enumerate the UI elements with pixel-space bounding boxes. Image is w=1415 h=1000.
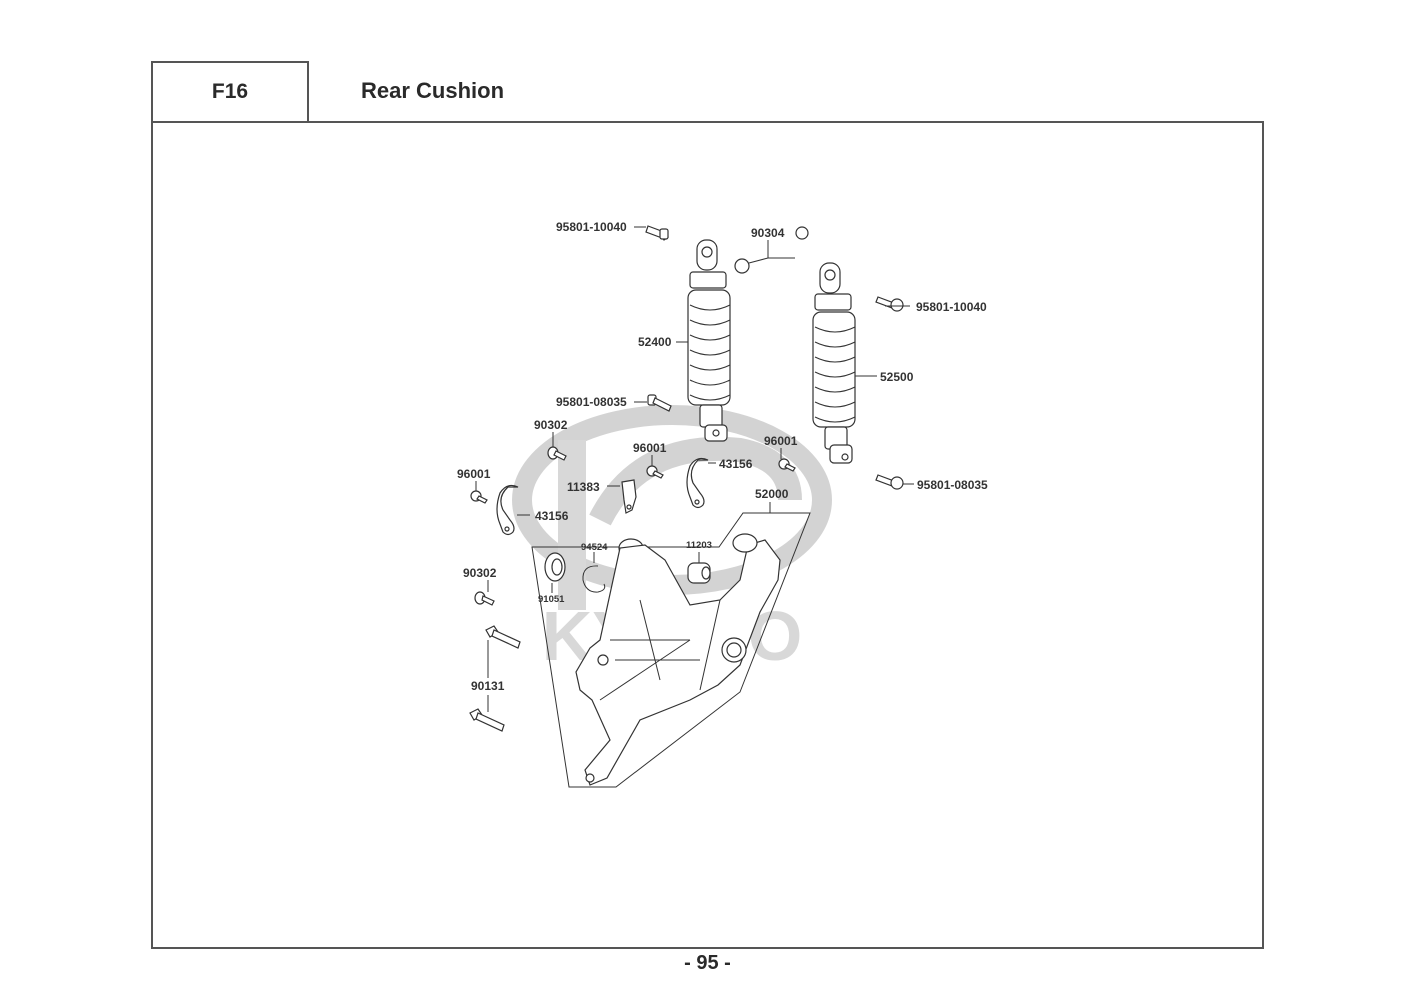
- part-label: 52400: [638, 335, 672, 349]
- part-label: 96001: [457, 467, 491, 481]
- part-label: 11203: [686, 540, 712, 551]
- small-bolt-icon: [778, 458, 796, 472]
- long-bolt-icon: [485, 625, 521, 649]
- small-bolt-icon: [470, 490, 488, 504]
- part-label: 95801-08035: [917, 478, 988, 492]
- part-label: 95801-10040: [916, 300, 987, 314]
- part-label: 91051: [538, 594, 565, 605]
- clamp-icon: [496, 484, 519, 536]
- part-label: 43156: [719, 457, 753, 471]
- part-label: 94524: [581, 542, 608, 553]
- part-label: 95801-10040: [556, 220, 627, 234]
- section-code: F16: [151, 61, 309, 121]
- page-number: - 95 -: [684, 952, 731, 974]
- part-label: 90131: [471, 679, 505, 693]
- nut-icon: [734, 226, 809, 274]
- part-label: 90304: [751, 226, 785, 240]
- shock-absorber-left-icon: [687, 239, 731, 442]
- part-label: 95801-08035: [556, 395, 627, 409]
- screw-icon: [474, 591, 495, 606]
- part-label: 52500: [880, 370, 914, 384]
- part-label: 96001: [764, 434, 798, 448]
- part-label: 90302: [463, 566, 497, 580]
- section-title: Rear Cushion: [361, 78, 505, 103]
- long-bolt-icon: [469, 708, 505, 732]
- bolt-icon: [645, 225, 669, 241]
- part-label: 43156: [535, 509, 569, 523]
- shock-absorber-right-icon: [812, 262, 856, 464]
- clamp-icon: [686, 457, 709, 509]
- bracket-icon: [621, 479, 637, 514]
- part-label: 96001: [633, 441, 667, 455]
- part-label: 11383: [567, 480, 600, 494]
- part-label: 52000: [755, 487, 789, 501]
- bolt-icon: [875, 296, 904, 312]
- part-label: 90302: [534, 418, 568, 432]
- bolt-icon: [875, 474, 904, 490]
- bolt-icon: [647, 394, 672, 412]
- circlip-icon: [582, 565, 606, 593]
- bearing-icon: [544, 552, 566, 582]
- bracket-assembly-icon: [531, 512, 811, 788]
- collar-icon: [687, 562, 711, 584]
- diagram-frame: [151, 121, 1264, 949]
